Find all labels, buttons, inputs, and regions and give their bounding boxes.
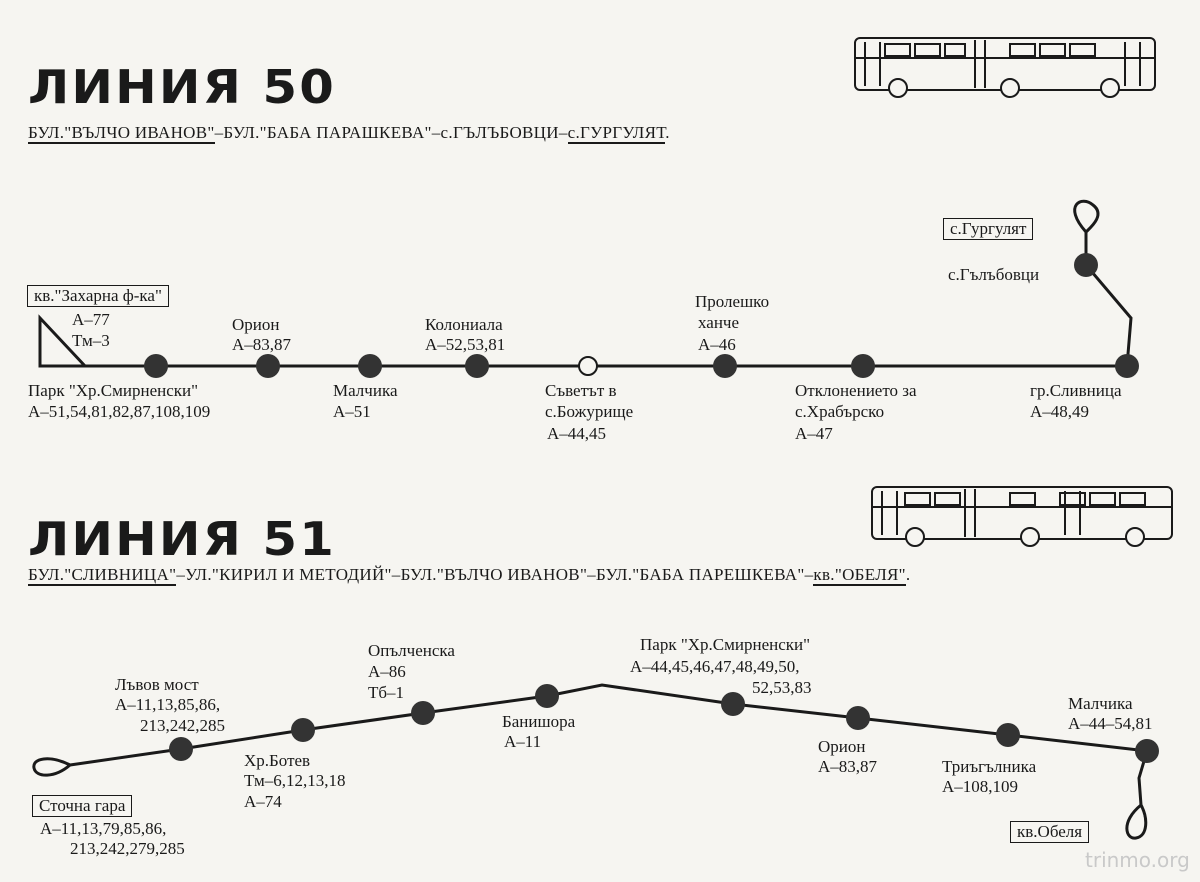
line50-end-loop [1073, 199, 1100, 234]
stop-name: Отклонението за [795, 381, 917, 400]
stop-lines: А–44,45 [547, 424, 607, 443]
stop-marker [996, 723, 1020, 747]
stop-name: Лъвов мост [115, 675, 199, 694]
line51-end-loop [1125, 803, 1148, 840]
line51-terminus-end: кв.Обеля [1010, 821, 1090, 843]
route-part: с.ГУРГУЛЯТ [567, 123, 666, 144]
stop-lines: А–108,109 [942, 777, 1019, 796]
stop-name: Малчика [333, 381, 398, 400]
stop-lines: А–77 [72, 310, 110, 329]
line50-terminus-start: кв."Захарна ф-ка" [27, 285, 169, 307]
stop-marker [1115, 354, 1139, 378]
stop-marker [144, 354, 168, 378]
stop-lines: Тм–6,12,13,18 [244, 771, 346, 790]
stop-name: Колониала [425, 315, 503, 334]
stop-marker [1074, 253, 1098, 277]
stop-name: Банишора [502, 712, 576, 731]
stop-name: с.Храбърско [795, 402, 885, 421]
stop-marker [1135, 739, 1159, 763]
line51-title: ЛИНИЯ 51 [28, 512, 336, 566]
bus-icon-line50 [854, 37, 1156, 98]
stop-name: Парк "Хр.Смирненски" [640, 635, 811, 654]
line51-start-loop [32, 757, 71, 777]
line50-title: ЛИНИЯ 50 [28, 60, 336, 114]
stop-name: Пролешко [695, 292, 770, 311]
stop-name: Опълченска [368, 641, 455, 660]
route-part: . [665, 123, 670, 142]
stop-lines: А–51,54,81,82,87,108,109 [28, 402, 211, 421]
line51-terminus-start: Сточна гара [32, 795, 133, 817]
line51-track [69, 683, 1148, 767]
stop-lines: А–47 [795, 424, 833, 443]
bus-icon-line51 [871, 486, 1173, 547]
stop-marker-hollow [578, 356, 598, 376]
stop-marker [846, 706, 870, 730]
stop-name: Триъгълника [942, 757, 1037, 776]
stop-lines: А–52,53,81 [425, 335, 506, 354]
route-part: –БУЛ."БАБА ПАРАШКЕВА"–с.ГЪЛЪБОВЦИ– [214, 123, 568, 142]
stop-lines: А–83,87 [232, 335, 292, 354]
watermark: trinmo.org [1085, 848, 1190, 872]
stop-marker [721, 692, 745, 716]
route-part: . [905, 565, 911, 584]
stop-name: с.Гълъбовци [948, 265, 1040, 284]
stop-marker [291, 718, 315, 742]
stop-marker [169, 737, 193, 761]
stop-lines: Тм–3 [72, 331, 110, 350]
stop-name: Орион [818, 737, 866, 756]
stop-lines: А–86 [368, 662, 406, 681]
stop-name: Съветът в [545, 381, 617, 400]
stop-name: гр.Сливница [1030, 381, 1122, 400]
stop-marker [713, 354, 737, 378]
stop-lines: Тб–1 [368, 683, 405, 702]
stop-lines: А–11 [504, 732, 542, 751]
stop-name: Орион [232, 315, 280, 334]
stop-marker [358, 354, 382, 378]
stop-lines: 52,53,83 [752, 678, 812, 697]
stop-marker [465, 354, 489, 378]
stop-lines: А–74 [244, 792, 282, 811]
line51-route: БУЛ."СЛИВНИЦА"–УЛ."КИРИЛ И МЕТОДИЙ"–БУЛ.… [28, 565, 911, 586]
route-part: кв."ОБЕЛЯ" [813, 565, 906, 586]
stop-name: Хр.Ботев [244, 751, 311, 770]
stop-lines: 213,242,279,285 [70, 839, 185, 858]
stop-name: ханче [698, 313, 740, 332]
stop-lines: А–11,13,79,85,86, [40, 819, 167, 838]
stop-name: Парк "Хр.Смирненски" [28, 381, 199, 400]
line50-terminus-end: с.Гургулят [943, 218, 1034, 240]
stop-marker [256, 354, 280, 378]
stop-marker [411, 701, 435, 725]
line50-turning-triangle [38, 314, 89, 368]
line50-branch-track [1084, 232, 1133, 367]
stop-lines: А–44,45,46,47,48,49,50, [630, 657, 800, 676]
stop-marker [535, 684, 559, 708]
stop-marker [851, 354, 875, 378]
stop-lines: А–46 [698, 335, 736, 354]
stop-lines: А–48,49 [1030, 402, 1090, 421]
line50-route: БУЛ."ВЪЛЧО ИВАНОВ"–БУЛ."БАБА ПАРАШКЕВА"–… [28, 123, 670, 144]
stop-lines: 213,242,285 [140, 716, 225, 735]
stop-lines: А–51 [333, 402, 371, 421]
stop-lines: А–44–54,81 [1068, 714, 1153, 733]
stop-name: Малчика [1068, 694, 1133, 713]
route-part: БУЛ."ВЪЛЧО ИВАНОВ" [28, 123, 215, 144]
stop-lines: А–83,87 [818, 757, 878, 776]
route-part: –УЛ."КИРИЛ И МЕТОДИЙ"–БУЛ."ВЪЛЧО ИВАНОВ"… [176, 565, 814, 584]
stop-name: с.Божурище [545, 402, 634, 421]
stop-lines: А–11,13,85,86, [115, 695, 221, 714]
route-part: БУЛ."СЛИВНИЦА" [28, 565, 177, 586]
